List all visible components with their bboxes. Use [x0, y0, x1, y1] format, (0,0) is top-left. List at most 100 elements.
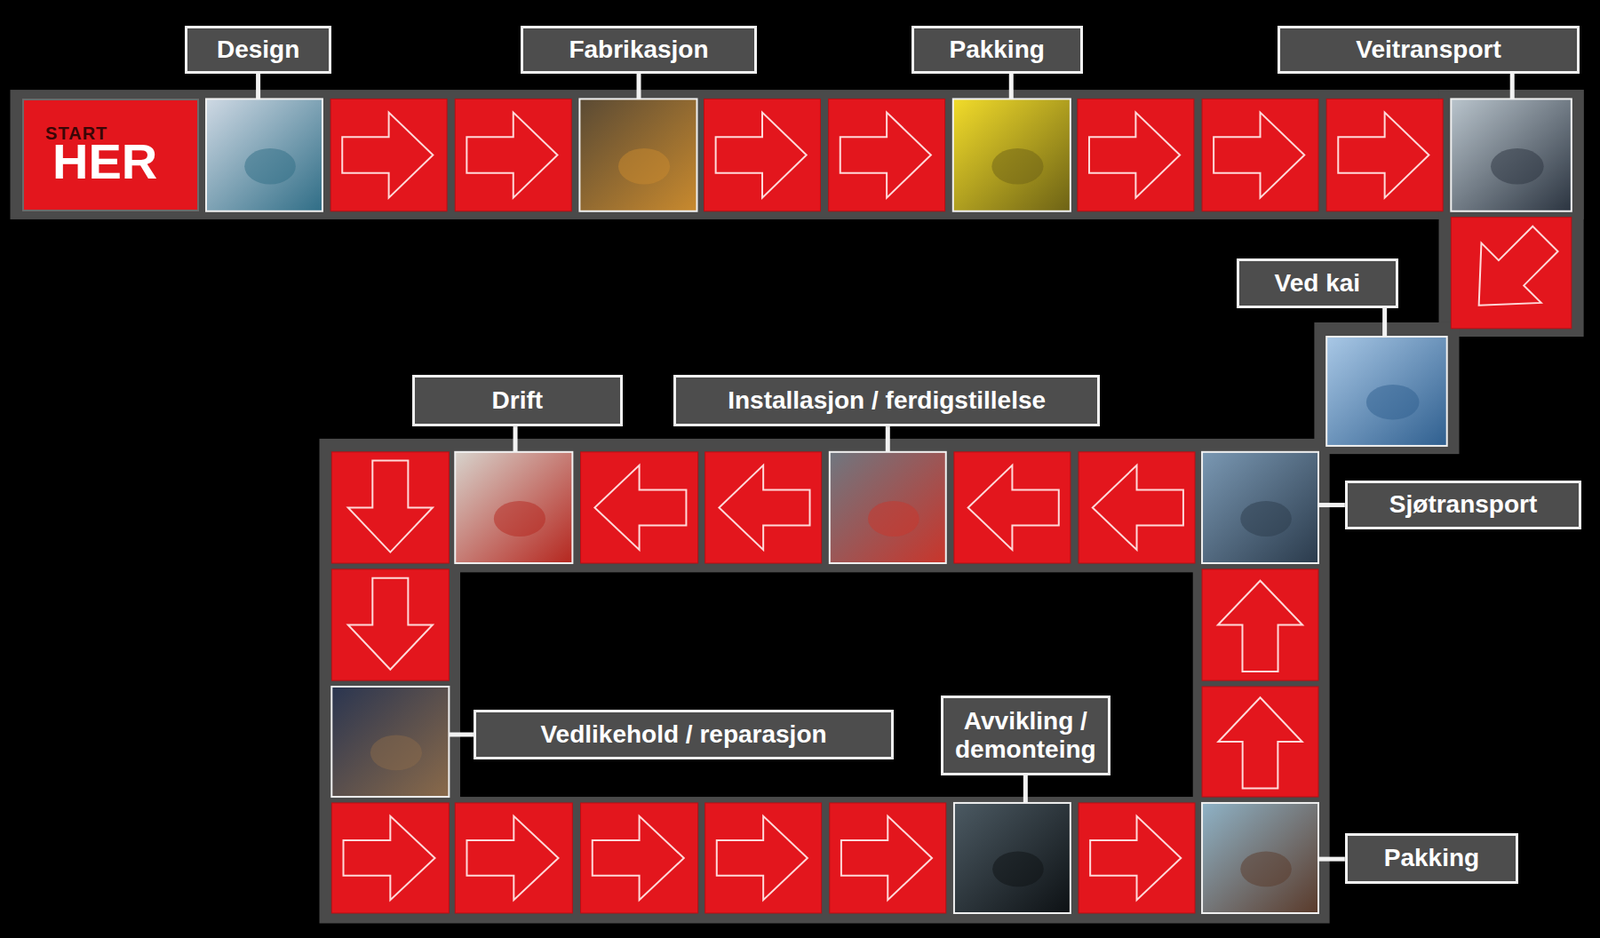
stage-name: Installasjon / ferdigstillelse [727, 386, 1046, 415]
leader-line [513, 426, 518, 453]
leader-line [1023, 775, 1028, 804]
arrow-cell [1201, 686, 1319, 797]
photo [953, 98, 1071, 211]
arrow-square [1450, 217, 1572, 329]
stage-name: Drift [492, 386, 544, 415]
arrow-symbol [841, 816, 932, 900]
arrow-square [1201, 98, 1319, 211]
arrow-square [1078, 452, 1195, 564]
board-band [1439, 89, 1585, 337]
photo-cell [1326, 336, 1448, 446]
arrow-cell [954, 452, 1071, 564]
arrow-square [454, 98, 572, 211]
photo [1201, 803, 1319, 914]
arrow-symbol [466, 816, 558, 900]
stage-label: Pakking [1345, 833, 1519, 884]
photo [829, 452, 947, 564]
leader-line [255, 73, 261, 100]
stage-name: Pakking [1384, 843, 1480, 873]
leader-lines [258, 73, 1513, 860]
photo [954, 803, 1071, 914]
photo-detail [618, 148, 670, 184]
arrow-symbol [968, 465, 1059, 550]
start-big-text: HER [52, 136, 158, 187]
arrow-square [829, 803, 947, 914]
arrow-symbol [466, 112, 558, 199]
arrow-symbol [1089, 112, 1180, 199]
leader-line [1318, 502, 1346, 508]
arrow-cell [331, 452, 449, 564]
arrow-cell [704, 98, 821, 211]
arrow-square [581, 803, 699, 914]
stage-label: Veitransport [1277, 25, 1580, 74]
arrow-cell [454, 803, 573, 914]
board-band [1313, 322, 1459, 454]
arrow-square [581, 452, 699, 564]
stage-label: Pakking [911, 25, 1083, 74]
stage-label: Drift [412, 374, 623, 428]
arrow-symbol [1448, 208, 1576, 335]
arrow-cell [581, 803, 699, 914]
leader-line [1318, 857, 1346, 862]
leader-line [885, 426, 891, 453]
photo-detail [1366, 384, 1420, 420]
arrow-cell [330, 98, 447, 211]
arrow-cell [1078, 452, 1195, 564]
arrow-square [1078, 803, 1195, 914]
arrow-symbol [348, 578, 433, 670]
arrow-cell [829, 803, 947, 914]
arrow-symbol [1090, 816, 1181, 900]
photo [454, 452, 573, 564]
arrow-symbol [343, 816, 436, 900]
arrow-symbol [592, 816, 685, 900]
arrow-square [330, 98, 447, 211]
arrow-square [1201, 686, 1319, 797]
stage-name: Avvikling / demonteing [955, 707, 1097, 765]
leader-line [448, 732, 474, 737]
arrow-symbol [718, 465, 810, 550]
photo-detail [992, 851, 1044, 888]
board-band [9, 89, 1584, 220]
arrow-square [954, 452, 1071, 564]
stage-name: Ved kai [1274, 269, 1362, 298]
board-band [319, 438, 1330, 924]
stage-name: Vedlikehold / reparasjon [540, 720, 827, 749]
photo-cell [454, 452, 573, 564]
arrow-cell [331, 803, 449, 914]
arrow-cell [828, 98, 946, 211]
photo-cell [206, 98, 323, 211]
stage-label: Installasjon / ferdigstillelse [673, 374, 1100, 428]
photo [206, 98, 323, 211]
stage-label: Sjøtransport [1345, 480, 1582, 529]
stage-label: Ved kai [1236, 258, 1398, 309]
arrow-square [331, 803, 449, 914]
arrow-square [1201, 569, 1319, 681]
stage-name: Pakking [948, 35, 1044, 64]
arrow-cell [1078, 803, 1195, 914]
photo-cell [579, 98, 697, 211]
stage-name: Fabrikasjon [568, 35, 709, 64]
arrow-cell [331, 569, 449, 681]
arrow-symbol [716, 112, 807, 199]
arrow-square [704, 98, 821, 211]
arrow-square [705, 452, 822, 564]
stage-label: Avvikling / demonteing [940, 695, 1111, 776]
arrow-symbol [1337, 112, 1429, 199]
arrow-symbol [716, 816, 808, 900]
arrow-symbol [594, 465, 686, 550]
photo-detail [244, 148, 296, 184]
board-bands [9, 89, 1584, 924]
arrow-cell [1077, 98, 1195, 211]
stage-label: Vedlikehold / reparasjon [473, 709, 894, 759]
stage-name: Sjøtransport [1389, 490, 1537, 519]
arrow-symbol [342, 112, 433, 199]
leader-line [1382, 308, 1387, 337]
arrow-square [331, 452, 449, 564]
arrow-symbol [1217, 581, 1303, 672]
photo-cell [331, 686, 449, 797]
photo [1450, 98, 1572, 211]
arrow-cell [705, 452, 822, 564]
arrow-cell [1201, 98, 1319, 211]
stage-name: Veitransport [1355, 35, 1501, 64]
